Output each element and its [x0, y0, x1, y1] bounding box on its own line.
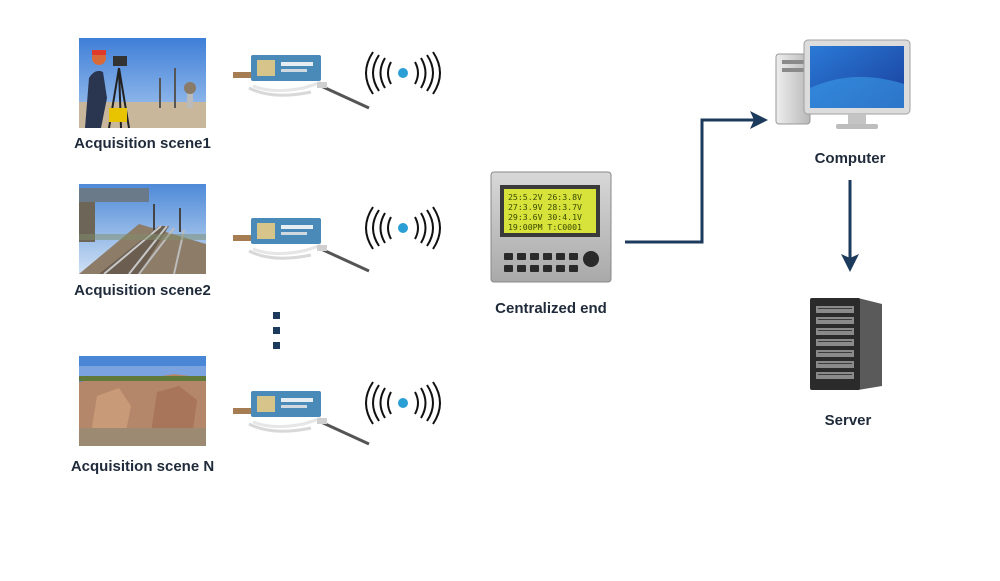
lcd-line-1: 25:5.2V 26:3.8V — [508, 192, 582, 202]
centralized-label: Centralized end — [495, 300, 607, 317]
arrow-to-computer — [625, 118, 758, 244]
lcd-line-4: 19:00PM T:C0001 — [508, 222, 582, 232]
wireless-signal-icon — [361, 50, 445, 96]
sceneN-label: Acquisition scene N — [70, 458, 215, 475]
lcd-line-2: 27:3.9V 28:3.7V — [508, 202, 582, 212]
scene2-label: Acquisition scene2 — [74, 282, 211, 299]
ellipsis-dots — [270, 312, 282, 352]
computer-label: Computer — [814, 150, 886, 167]
lcd-line-3: 29:3.6V 30:4.1V — [508, 212, 582, 222]
server-icon — [808, 294, 884, 392]
arrow-head-computer — [750, 111, 768, 129]
wireless-signal-icon — [361, 205, 445, 251]
scene1-photo — [79, 38, 206, 128]
sceneN-photo — [79, 356, 206, 446]
server-label: Server — [824, 412, 872, 429]
sensor-device-n — [233, 388, 373, 448]
wireless-signal-icon — [361, 380, 445, 426]
scene1-label: Acquisition scene1 — [74, 135, 211, 152]
sensor-device-2 — [233, 215, 373, 275]
scene2-photo — [79, 184, 206, 274]
centralized-controller: 25:5.2V 26:3.8V 27:3.9V 28:3.7V 29:3.6V … — [490, 171, 612, 283]
sensor-device-1 — [233, 52, 373, 112]
arrow-head-server — [841, 254, 859, 272]
computer-icon — [774, 38, 914, 134]
